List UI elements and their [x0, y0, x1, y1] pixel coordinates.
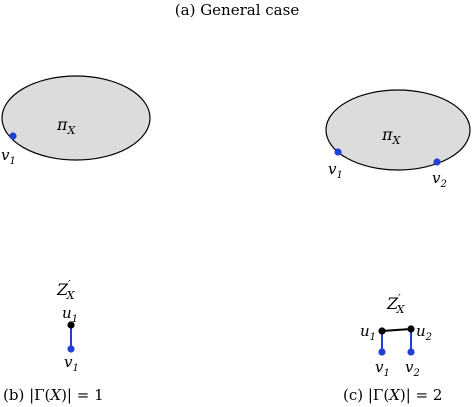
region-pi-x-left: [1, 75, 151, 161]
node-v1-label-left-bottom: v1: [64, 353, 79, 374]
figure-title: (a) General case: [175, 1, 300, 19]
node-v1-right-bottom: [378, 348, 386, 356]
region-pi-x-right: [325, 89, 471, 171]
node-v1-label-left-top: v1: [1, 146, 16, 167]
node-u1-label-left: u1: [62, 304, 78, 325]
region-label-left: πX: [56, 115, 77, 137]
node-v1-left-bottom: [67, 345, 75, 353]
node-v2-right-top: [433, 158, 441, 166]
node-v2-label-right-bottom: v2: [405, 358, 420, 379]
caption-panel-b: (b) |Γ(X)| = 1: [3, 386, 104, 404]
node-u1-left: [67, 321, 75, 329]
node-u2-label-right: u2: [416, 322, 432, 343]
node-u1-label-right: u1: [360, 322, 376, 343]
region-label-right: πX: [381, 125, 402, 147]
z-prime-x-label-left: Z′X: [56, 278, 76, 302]
node-u2-right: [407, 325, 415, 333]
z-prime-x-label-right: Z′X: [386, 292, 406, 316]
node-v1-label-right-bottom: v1: [375, 358, 390, 379]
caption-panel-c: (c) |Γ(X)| = 2: [343, 386, 442, 404]
node-v2-right-bottom: [407, 348, 415, 356]
node-v1-label-right-top: v1: [328, 160, 343, 181]
node-v1-left-top: [9, 132, 17, 140]
edge-u1-u2-right: [381, 328, 412, 332]
node-v1-right-top: [334, 148, 342, 156]
node-u1-right: [378, 327, 386, 335]
node-v2-label-right-top: v2: [432, 169, 447, 190]
